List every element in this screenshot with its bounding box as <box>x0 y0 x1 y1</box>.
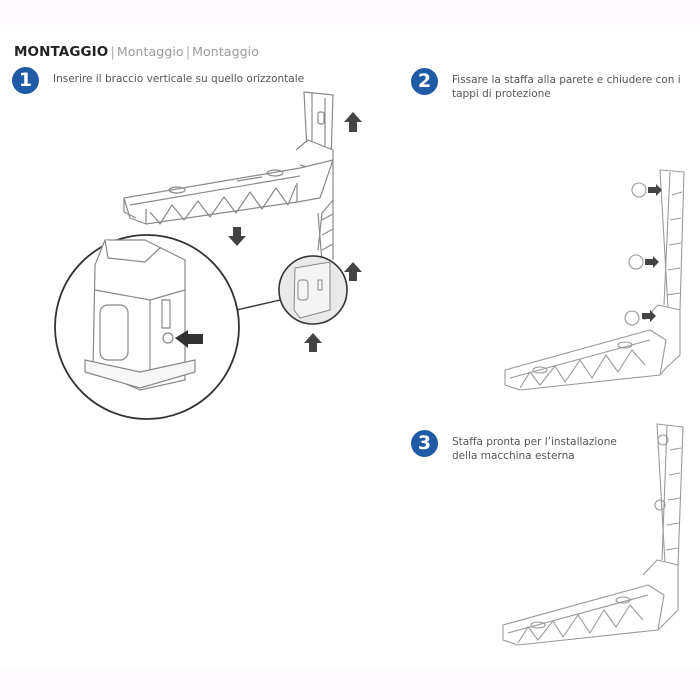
arrow-down-icon <box>228 227 246 246</box>
protective-cap-icon <box>631 182 647 198</box>
step-3-text: Staffa pronta per l’installazione della … <box>452 436 617 462</box>
header-separator: | <box>110 45 115 60</box>
section-header: MONTAGGIO|Montaggio|Montaggio <box>14 44 259 60</box>
protective-cap-icon <box>628 254 644 270</box>
header-subtitle-2: Montaggio <box>192 44 259 59</box>
header-subtitle-1: Montaggio <box>116 44 184 59</box>
top-band <box>0 0 700 28</box>
bottom-band <box>0 669 700 700</box>
step-number-badge: 1 <box>12 67 39 94</box>
step-number-badge: 2 <box>411 68 438 95</box>
protective-cap-icon <box>624 310 640 326</box>
arrow-right-icon <box>642 310 656 322</box>
arrow-up-icon <box>304 333 322 352</box>
step-2: 2 Fissare la staffa alla parete e chiude… <box>411 68 696 101</box>
step-number-badge: 3 <box>411 430 438 457</box>
step-1: 1 Inserire il braccio verticale su quell… <box>12 67 312 94</box>
step-3: 3 Staffa pronta per l’installazione dell… <box>411 430 641 463</box>
arrow-right-icon <box>645 256 659 268</box>
arrow-right-icon <box>648 184 662 196</box>
step-1-text: Inserire il braccio verticale su quello … <box>53 73 305 85</box>
arrow-up-icon <box>344 262 362 281</box>
step-2-text: Fissare la staffa alla parete e chiudere… <box>452 74 681 100</box>
arrow-up-icon <box>344 112 362 132</box>
header-title: MONTAGGIO <box>14 44 109 60</box>
arrow-left-icon <box>175 330 203 348</box>
header-separator: | <box>185 45 191 60</box>
